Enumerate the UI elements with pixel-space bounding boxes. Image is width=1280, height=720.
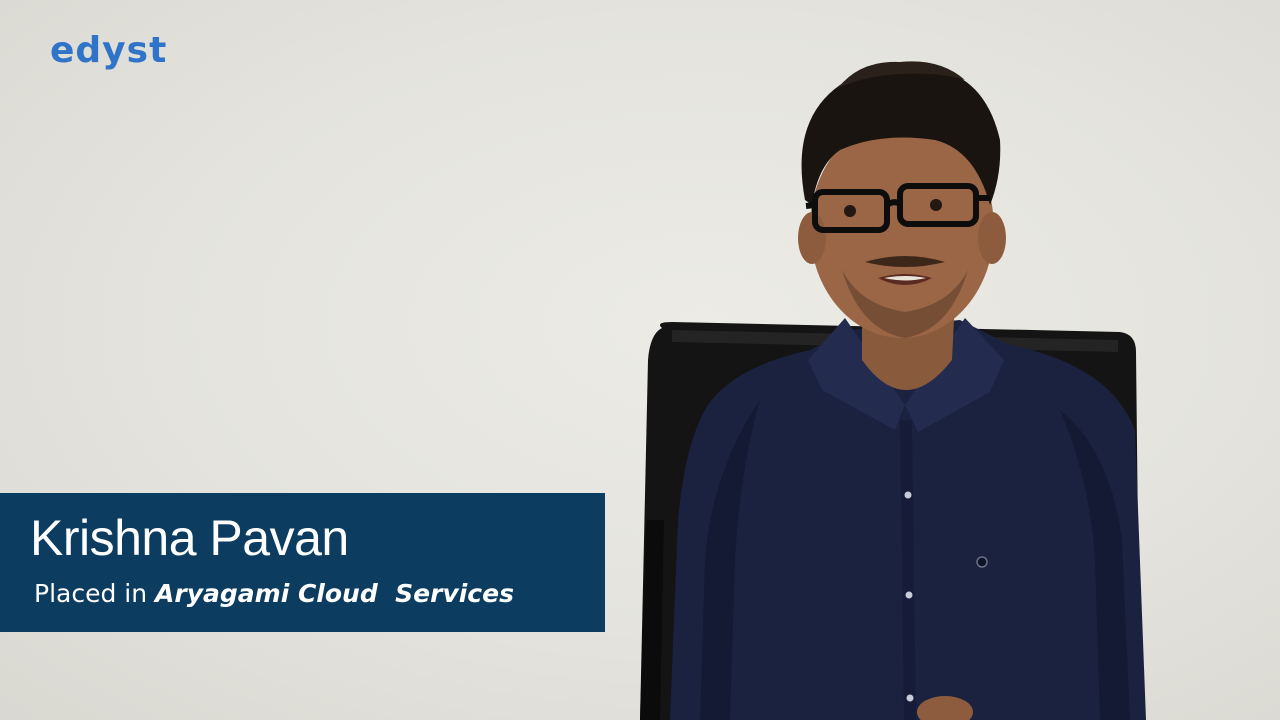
speaker-head (798, 61, 1006, 338)
company-name: Aryagami Cloud Services (155, 579, 514, 608)
name-banner: Krishna Pavan Placed in Aryagami Cloud S… (0, 493, 605, 632)
placed-prefix: Placed in (34, 579, 156, 608)
speaker-name: Krishna Pavan (30, 510, 349, 566)
placement-line: Placed in Aryagami Cloud Services (34, 579, 514, 608)
speaker-eye-left (844, 205, 856, 217)
speaker-hand (917, 696, 973, 720)
edyst-logo: edyst (50, 30, 168, 71)
speaker-eye-right (930, 199, 942, 211)
speaker-glasses (805, 183, 990, 233)
speaker-body (670, 318, 1146, 720)
